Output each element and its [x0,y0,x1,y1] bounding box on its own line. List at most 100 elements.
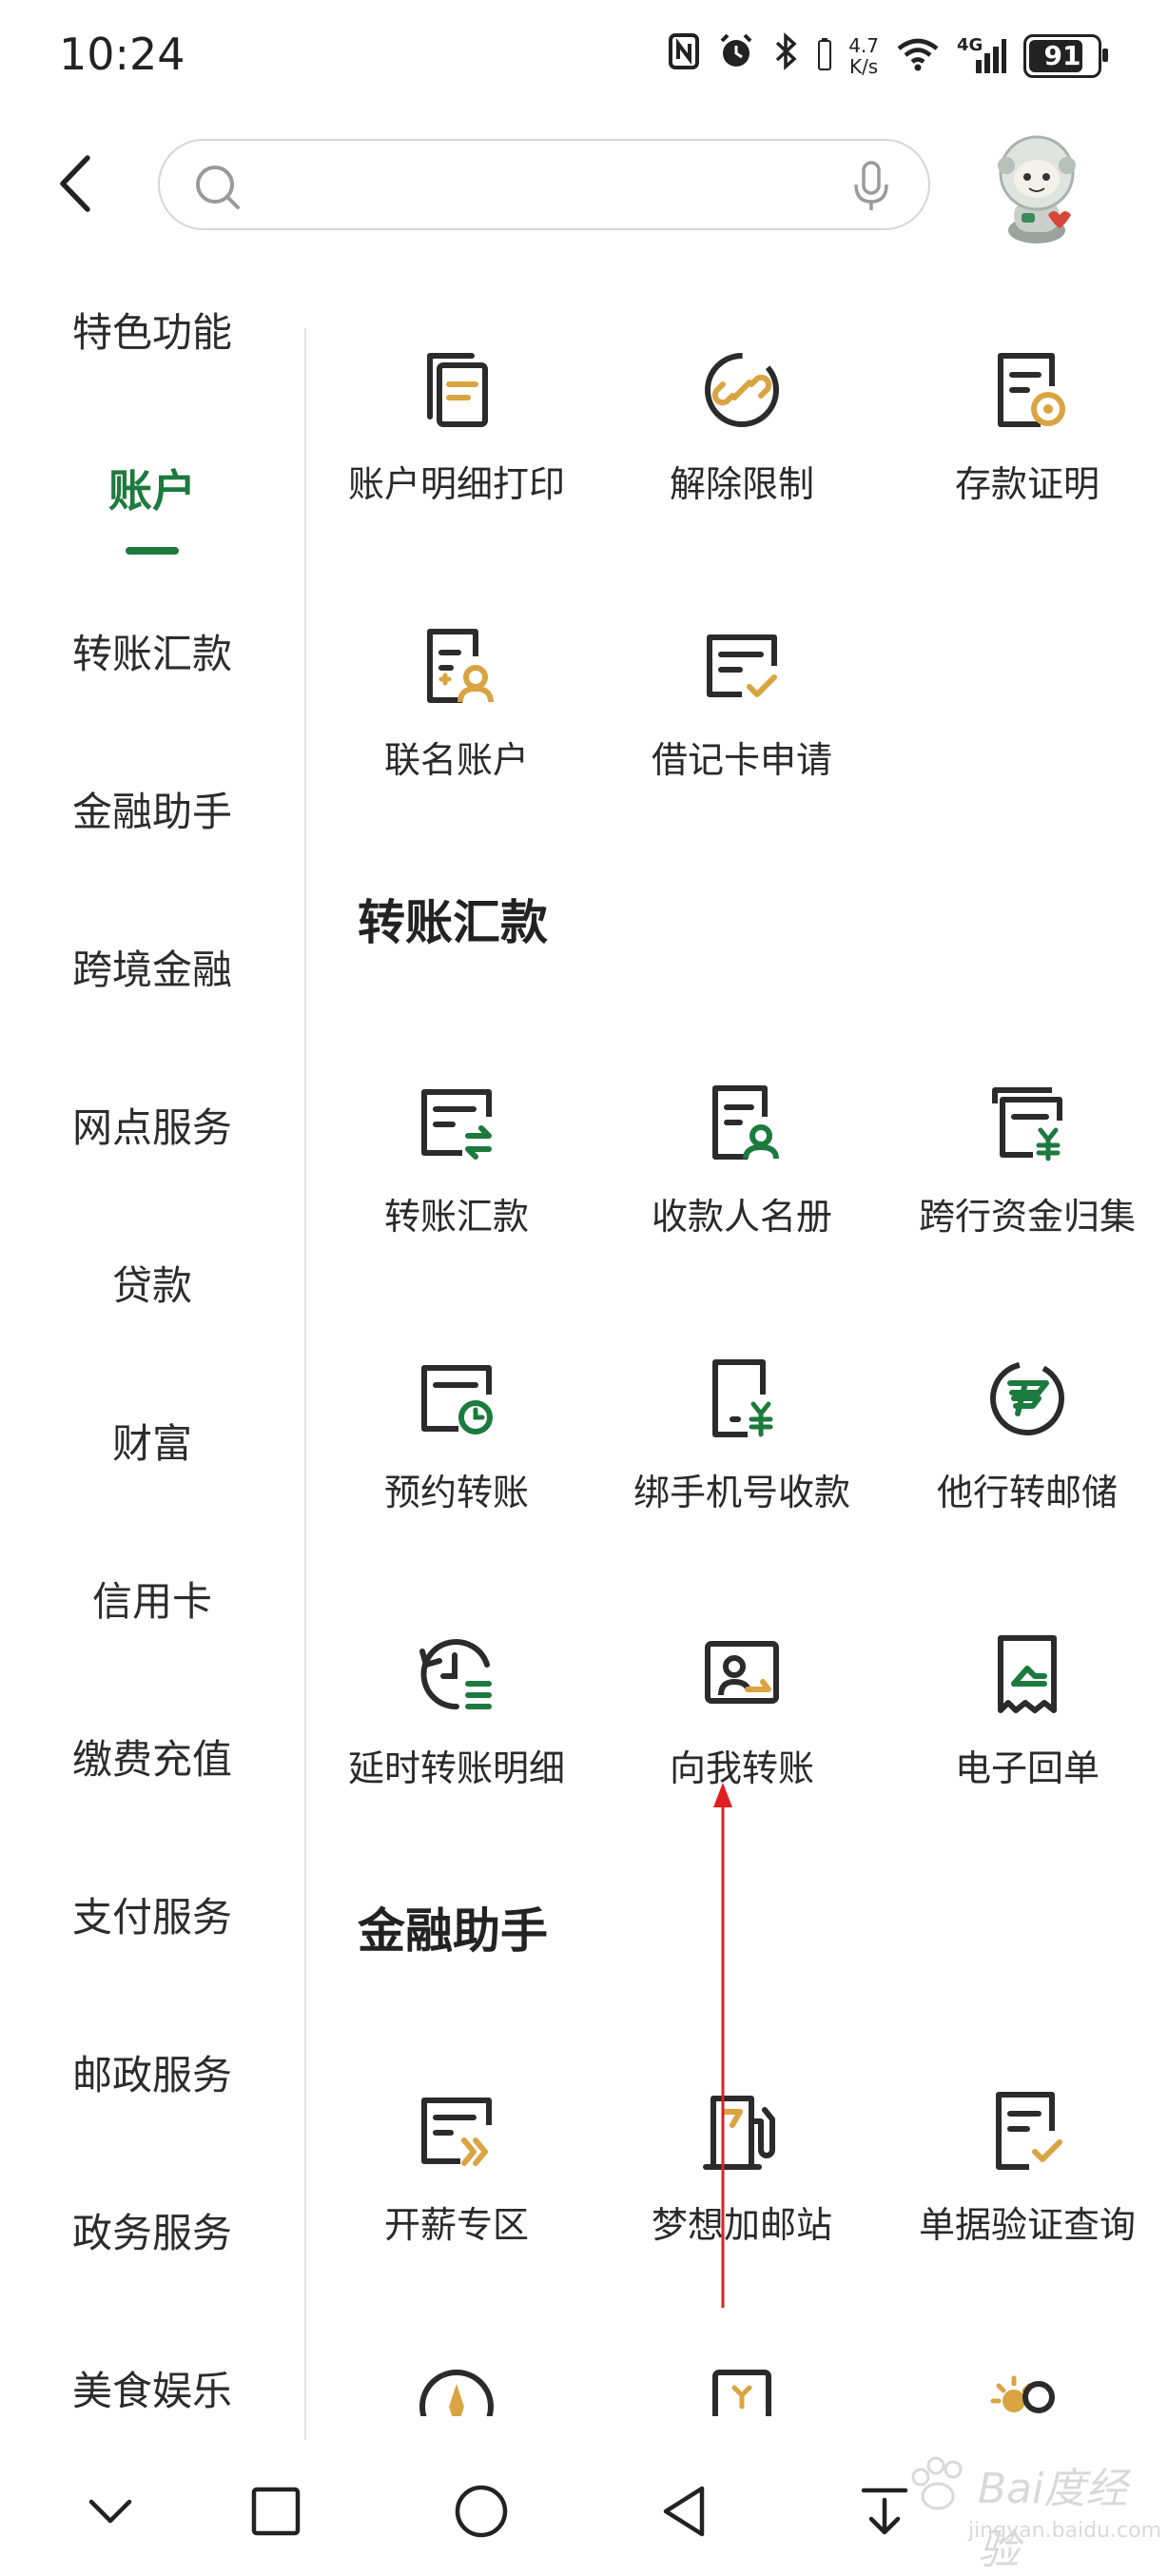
sidebar-item-food-entertainment[interactable]: 美食娱乐 [71,2368,232,2414]
grid-item-label: 解除限制 [669,463,814,505]
sidebar-item-finance-assistant[interactable]: 金融助手 [71,789,232,835]
sidebar-item-government-service[interactable]: 政务服务 [71,2210,232,2256]
grid-item-label: 梦想加邮站 [651,2204,832,2246]
grid-item-phone-receive[interactable]: 绑手机号收款 [599,1351,885,1515]
category-sidebar: 特色功能 账户 转账汇款 金融助手 跨境金融 网点服务 贷款 财富 信用卡 缴费… [0,276,304,2445]
grid-item-salary-zone[interactable]: 开薪专区 [314,2083,599,2248]
e-receipt-icon [998,1635,1057,1713]
grid-item-transfer-to-me[interactable]: 向我转账 [599,1627,885,1791]
grid-item-transfer[interactable]: 转账汇款 [314,1075,599,1239]
grid-item-partial[interactable] [599,2359,885,2416]
system-navigation-bar [0,2454,1168,2568]
paw-icon [911,2456,963,2510]
triangle-back-icon [663,2486,705,2537]
transfer-to-me-icon [705,1641,779,1704]
back-button[interactable] [46,150,112,217]
nav-collapse-button[interactable] [72,2473,148,2549]
grid-item-label: 收款人名册 [651,1196,832,1238]
compass-icon [419,2370,494,2416]
sidebar-item-loan[interactable]: 贷款 [111,1262,192,1309]
chevron-left-icon [60,155,90,212]
nav-notification-button[interactable] [847,2473,923,2549]
sidebar-item-cross-border[interactable]: 跨境金融 [71,946,232,993]
grid-item-label: 他行转邮储 [936,1472,1118,1513]
grid-item-delayed-transfer-detail[interactable]: 延时转账明细 [314,1627,599,1791]
header [0,124,1168,247]
sidebar-item-transfer[interactable]: 转账汇款 [71,631,232,677]
grid-item-account-statement-print[interactable]: 账户明细打印 [314,342,599,507]
mascot-avatar[interactable] [980,124,1094,247]
grid-item-label: 借记卡申请 [651,739,832,781]
speed-value: 4.7 [848,33,879,57]
section-title-transfer: 转账汇款 [358,895,548,950]
chevron-down-icon [88,2499,132,2524]
grid-item-dream-fuel-station[interactable]: 梦想加邮站 [599,2083,885,2248]
grid-item-other-bank-to-postal[interactable]: 他行转邮储 [885,1351,1168,1515]
watermark-url: jingyan.baidu.com [968,2519,1162,2543]
grid-item-label: 向我转账 [669,1747,814,1789]
search-box[interactable] [158,139,930,230]
baidu-watermark: Bai度经验 jingyan.baidu.com [902,2435,1161,2574]
grid-item-label: 延时转账明细 [347,1747,565,1789]
sidebar-item-postal-service[interactable]: 邮政服务 [71,2052,232,2098]
grid-item-label: 预约转账 [383,1472,529,1513]
section-title-finance-assistant: 金融助手 [358,1903,548,1959]
grid-item-scheduled-transfer[interactable]: 预约转账 [314,1351,599,1515]
document-stack-icon [427,353,488,427]
grid-item-partial[interactable] [314,2359,599,2416]
grid-item-fund-collection[interactable]: 跨行资金归集 [885,1075,1168,1239]
grid-item-label: 联名账户 [383,739,529,781]
watermark-text: Bai度经验 [978,2465,1128,2574]
sidebar-item-special[interactable]: 特色功能 [71,309,232,356]
sidebar-item-branch-service[interactable]: 网点服务 [71,1104,232,1151]
speed-unit: K/s [848,54,879,78]
bluetooth-icon [772,32,801,79]
grid-item-label: 电子回单 [954,1747,1100,1789]
sidebar-item-payment-service[interactable]: 支付服务 [71,1894,232,1941]
grid-item-debit-card-apply[interactable]: 借记卡申请 [599,618,885,783]
sidebar-item-bill-payment[interactable]: 缴费充值 [71,1736,232,1783]
grid-item-document-verify[interactable]: 单据验证查询 [885,2083,1168,2248]
fuel-station-icon [703,2096,775,2170]
sun-cloud-icon [990,2375,1055,2413]
grid-item-e-receipt[interactable]: 电子回单 [885,1627,1168,1791]
phone-receive-icon [712,1359,773,1437]
grid-item-remove-restriction[interactable]: 解除限制 [599,342,885,507]
network-type: 4G [957,34,983,55]
circle-icon [455,2485,508,2538]
grid-item-label: 跨行资金归集 [918,1196,1136,1238]
grid-item-label: 账户明细打印 [347,463,565,505]
sidebar-item-credit-card[interactable]: 信用卡 [91,1578,212,1625]
square-icon [251,2487,301,2536]
joint-account-icon [427,629,494,703]
grid-item-label: 单据验证查询 [918,2204,1136,2246]
wifi-icon [896,37,940,75]
payee-list-icon [712,1085,779,1160]
nav-home-button[interactable] [443,2473,519,2549]
search-icon [196,166,240,209]
salary-icon [421,2098,492,2166]
astronaut-mascot-icon [998,135,1076,244]
nfc-icon [668,32,700,79]
nav-back-button[interactable] [647,2473,723,2549]
grid-item-deposit-certificate[interactable]: 存款证明 [885,342,1168,507]
status-bar: 10:24 4.7 K/s 4G 91 [0,0,1168,114]
grid-item-label: 开薪专区 [383,2204,529,2246]
postal-logo-icon [990,1361,1064,1435]
document-verify-icon [996,2092,1062,2170]
document-icon [712,2370,771,2416]
delayed-transfer-icon [419,1639,492,1710]
grid-item-label: 绑手机号收款 [633,1472,850,1513]
grid-item-label: 转账汇款 [383,1196,529,1238]
grid-item-payee-list[interactable]: 收款人名册 [599,1075,885,1239]
grid-item-joint-account[interactable]: 联名账户 [314,618,599,783]
microphone-icon[interactable] [852,160,890,213]
grid-item-partial[interactable] [885,2359,1168,2416]
alarm-icon [717,32,755,79]
cellular-icon: 4G [957,34,1006,75]
sidebar-item-wealth[interactable]: 财富 [111,1420,192,1467]
nav-recents-button[interactable] [238,2473,314,2549]
card-apply-icon [707,634,777,697]
search-input[interactable] [255,160,829,211]
sidebar-item-account[interactable]: 账户 [108,465,196,517]
